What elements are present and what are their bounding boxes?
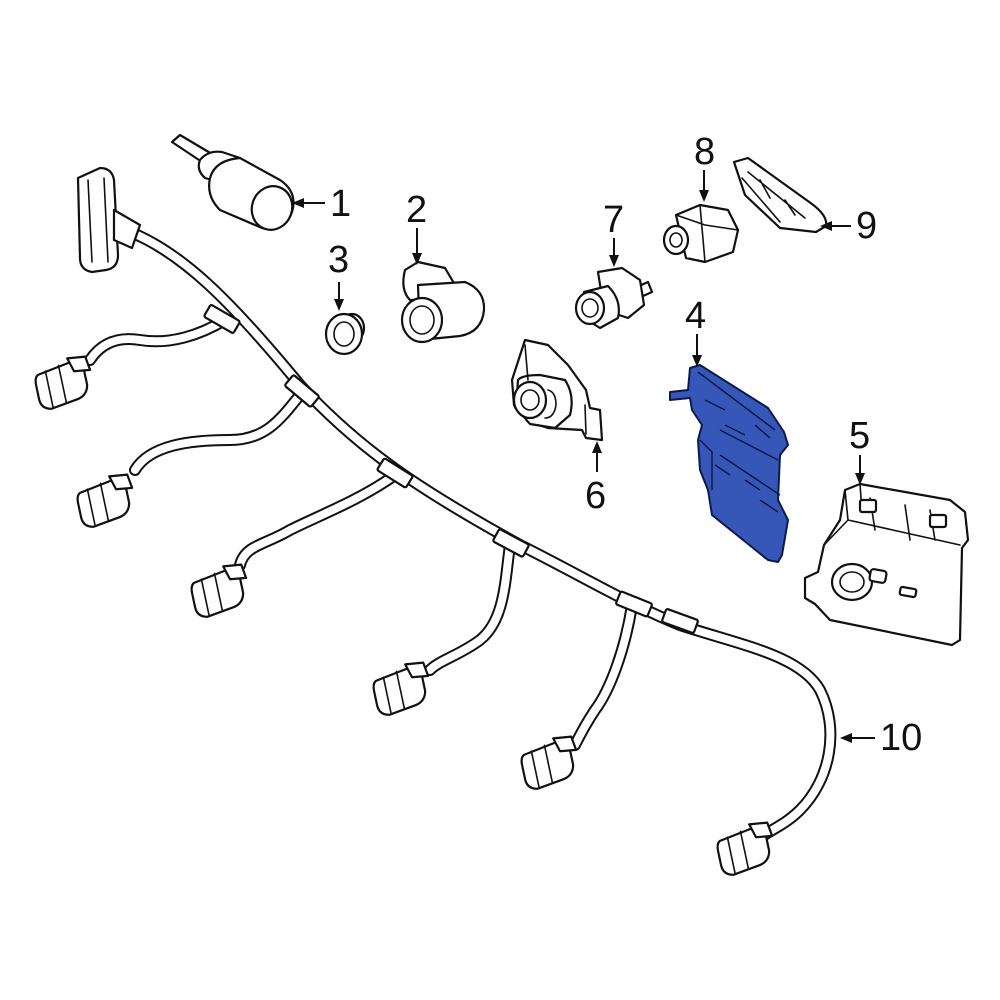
wiring-harness: [30, 166, 837, 878]
callout-4: 4: [685, 295, 706, 337]
callout-labels: 1 2 3 4 5 6 7 8 9 10: [328, 131, 922, 759]
callout-5: 5: [849, 415, 870, 457]
callout-2: 2: [406, 189, 427, 231]
callout-1: 1: [330, 183, 351, 225]
part-4-module-bracket: [669, 364, 789, 563]
callout-7: 7: [603, 199, 624, 241]
callout-9: 9: [856, 205, 877, 247]
part-9-bracket: [732, 156, 828, 234]
callout-6: 6: [585, 475, 606, 517]
part-5-control-module: [803, 482, 970, 647]
part-1-sensor: [170, 133, 295, 231]
callout-3: 3: [328, 239, 349, 281]
callout-10: 10: [880, 717, 922, 759]
callout-8: 8: [694, 131, 715, 173]
part-7-sensor: [574, 266, 654, 330]
callout-leaders: [292, 170, 875, 743]
part-6-holder: [510, 338, 604, 442]
part-2-sensor: [400, 260, 486, 344]
harness-main-trunk: [119, 224, 837, 844]
harness-clips: [203, 304, 699, 634]
harness-main-connector: [76, 166, 142, 274]
harness-branches: [84, 314, 638, 751]
part-8-sensor: [662, 203, 740, 264]
part-3-grommet: [324, 312, 366, 356]
